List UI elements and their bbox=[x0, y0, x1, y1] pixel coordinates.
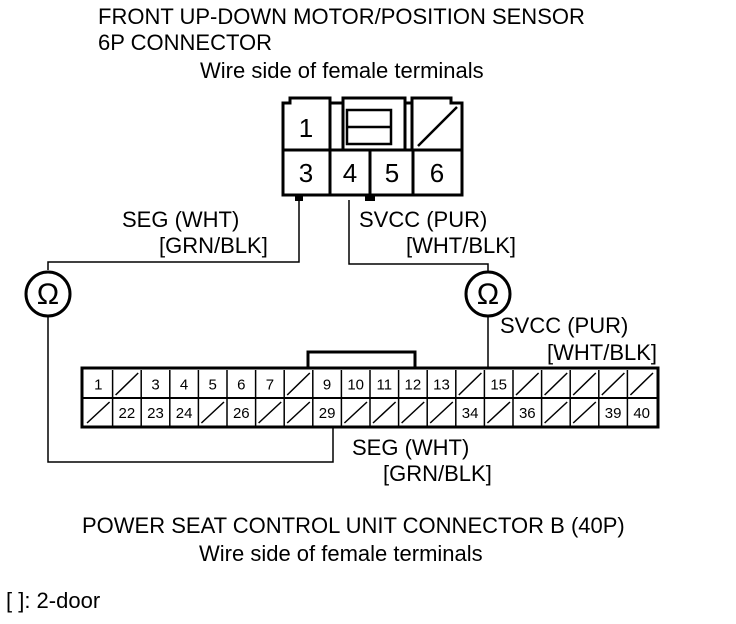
pin6-4: 4 bbox=[343, 158, 357, 188]
ohmmeter-right: Ω bbox=[464, 270, 512, 318]
blank-pin-slash bbox=[572, 372, 597, 396]
svcc-top-label: SVCC (PUR) bbox=[359, 207, 487, 232]
blank-pin-slash bbox=[486, 401, 511, 424]
pin40-24: 24 bbox=[176, 405, 193, 422]
pin40-6: 6 bbox=[237, 377, 245, 394]
seg-bottom-alt-label: [GRN/BLK] bbox=[383, 461, 492, 486]
svcc-right-alt-label: [WHT/BLK] bbox=[547, 340, 657, 365]
pin40-23: 23 bbox=[147, 405, 164, 422]
header-note: Wire side of female terminals bbox=[200, 58, 484, 83]
pin40-3: 3 bbox=[151, 377, 159, 394]
ohm-icon: Ω bbox=[477, 278, 499, 311]
blank-pin-slash bbox=[629, 372, 654, 396]
header-subtitle: 6P CONNECTOR bbox=[98, 30, 272, 55]
blank-pin-slash bbox=[544, 401, 568, 424]
svcc-right-label: SVCC (PUR) bbox=[500, 313, 628, 338]
seg-wire-top bbox=[47, 200, 300, 270]
svcc-top-alt-label: [WHT/BLK] bbox=[406, 233, 516, 258]
blank-pin-slash bbox=[258, 401, 282, 424]
pin40-40: 40 bbox=[633, 405, 650, 422]
pin40-39: 39 bbox=[605, 405, 622, 422]
footer-note: Wire side of female terminals bbox=[199, 541, 483, 566]
ohm-icon: Ω bbox=[37, 278, 59, 311]
blank-pin-slash bbox=[401, 401, 425, 424]
pin40-36: 36 bbox=[519, 405, 536, 422]
pin40-29: 29 bbox=[319, 405, 336, 422]
pin40-15: 15 bbox=[490, 377, 507, 394]
connector-6p bbox=[281, 96, 464, 201]
pin40-10: 10 bbox=[347, 377, 364, 394]
footer-title: POWER SEAT CONTROL UNIT CONNECTOR B (40P… bbox=[82, 513, 625, 538]
pin40-7: 7 bbox=[266, 377, 274, 394]
seg-bottom-label: SEG (WHT) bbox=[352, 435, 469, 460]
blank-pin-slash bbox=[429, 401, 454, 424]
blank-pin-slash bbox=[601, 372, 625, 396]
pin6-5: 5 bbox=[385, 158, 399, 188]
pin40-9: 9 bbox=[323, 377, 331, 394]
header-title: FRONT UP-DOWN MOTOR/POSITION SENSOR bbox=[98, 4, 585, 29]
seg-top-alt-label: [GRN/BLK] bbox=[159, 233, 268, 258]
ohmmeter-left: Ω bbox=[24, 270, 72, 318]
svcc-wire-top bbox=[348, 200, 489, 272]
pin6-3: 3 bbox=[299, 158, 313, 188]
blank-pin-slash bbox=[286, 401, 311, 424]
pin40-11: 11 bbox=[377, 377, 393, 394]
seg-wire-bottom bbox=[47, 316, 334, 463]
blank-pin-slash bbox=[286, 372, 311, 396]
blank-pin-slash bbox=[343, 401, 368, 424]
pin40-5: 5 bbox=[209, 377, 217, 394]
blank-pin-slash bbox=[515, 372, 540, 396]
blank-pin-slash bbox=[572, 401, 597, 424]
pin40-4: 4 bbox=[180, 377, 188, 394]
seg-top-label: SEG (WHT) bbox=[122, 207, 239, 232]
pin40-26: 26 bbox=[233, 405, 250, 422]
pin40-12: 12 bbox=[405, 377, 422, 394]
legend-note: [ ]: 2-door bbox=[6, 588, 100, 613]
pin40-22: 22 bbox=[119, 405, 136, 422]
blank-pin-slash bbox=[544, 372, 568, 396]
blank-pin-slash bbox=[115, 372, 139, 396]
blank-pin-slash bbox=[86, 401, 111, 424]
pin40-13: 13 bbox=[433, 377, 450, 394]
blank-pin-slash bbox=[458, 372, 482, 396]
blank-pin-slash bbox=[200, 401, 225, 424]
blank-pin-slash bbox=[372, 401, 397, 424]
pin6-1: 1 bbox=[299, 113, 313, 143]
pin40-34: 34 bbox=[462, 405, 479, 422]
pin40-1: 1 bbox=[94, 377, 102, 394]
pin6-6: 6 bbox=[430, 158, 444, 188]
wires bbox=[47, 200, 489, 463]
